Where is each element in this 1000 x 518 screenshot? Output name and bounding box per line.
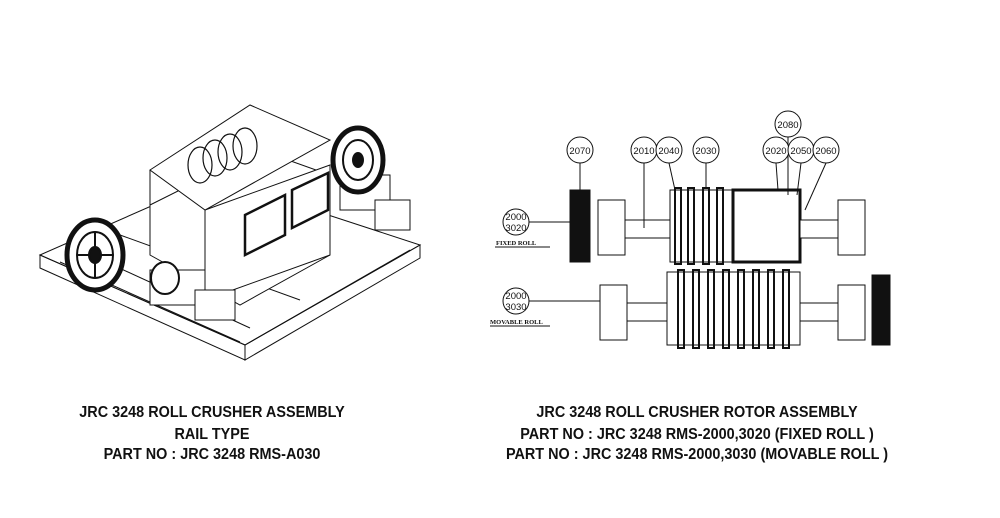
assembly-title: JRC 3248 ROLL CRUSHER ASSEMBLY — [79, 404, 345, 421]
fixed-roll-pulley — [569, 189, 591, 263]
svg-text:2060: 2060 — [815, 146, 836, 157]
rotor-assembly-drawing — [490, 137, 891, 349]
assembly-part-no: PART NO : JRC 3248 RMS-A030 — [103, 446, 321, 463]
svg-text:2050: 2050 — [790, 146, 811, 157]
balloon-2050: 2050 — [787, 136, 815, 164]
svg-text:2000: 2000 — [505, 212, 526, 223]
svg-text:2040: 2040 — [658, 146, 679, 157]
assembly-subtitle: RAIL TYPE — [174, 426, 250, 443]
balloon-2040: 2040 — [655, 136, 683, 164]
movable-roll-label: MOVABLE ROLL — [490, 319, 543, 326]
svg-text:3030: 3030 — [505, 302, 526, 313]
svg-text:2000: 2000 — [505, 291, 526, 302]
svg-text:2070: 2070 — [569, 146, 590, 157]
balloon-fixed-roll: 2000 3020 — [502, 208, 530, 236]
rotor-part-no-fixed: PART NO : JRC 3248 RMS-2000,3020 (FIXED … — [520, 426, 874, 443]
rotor-assembly-title: JRC 3248 ROLL CRUSHER ROTOR ASSEMBLY — [536, 404, 858, 421]
right-flywheel — [330, 125, 386, 195]
svg-text:2020: 2020 — [765, 146, 786, 157]
movable-roll-pulley — [871, 274, 891, 346]
balloon-2060: 2060 — [812, 136, 840, 164]
svg-text:3020: 3020 — [505, 223, 526, 234]
svg-text:2080: 2080 — [777, 120, 798, 131]
fixed-roll-label: FIXED ROLL — [496, 240, 537, 247]
balloon-movable-roll: 2000 3030 — [502, 287, 530, 315]
balloon-2070: 2070 — [566, 136, 594, 164]
roll-crusher-assembly-drawing — [38, 104, 422, 361]
balloon-2010: 2010 — [630, 136, 658, 164]
svg-text:2030: 2030 — [695, 146, 716, 157]
balloon-2080: 2080 — [774, 110, 802, 138]
balloon-2030: 2030 — [692, 136, 720, 164]
left-flywheel — [64, 217, 126, 293]
rotor-part-no-movable: PART NO : JRC 3248 RMS-2000,3030 (MOVABL… — [505, 446, 889, 463]
movable-roll-discs — [677, 269, 790, 349]
balloon-2020: 2020 — [762, 136, 790, 164]
svg-text:2010: 2010 — [633, 146, 654, 157]
